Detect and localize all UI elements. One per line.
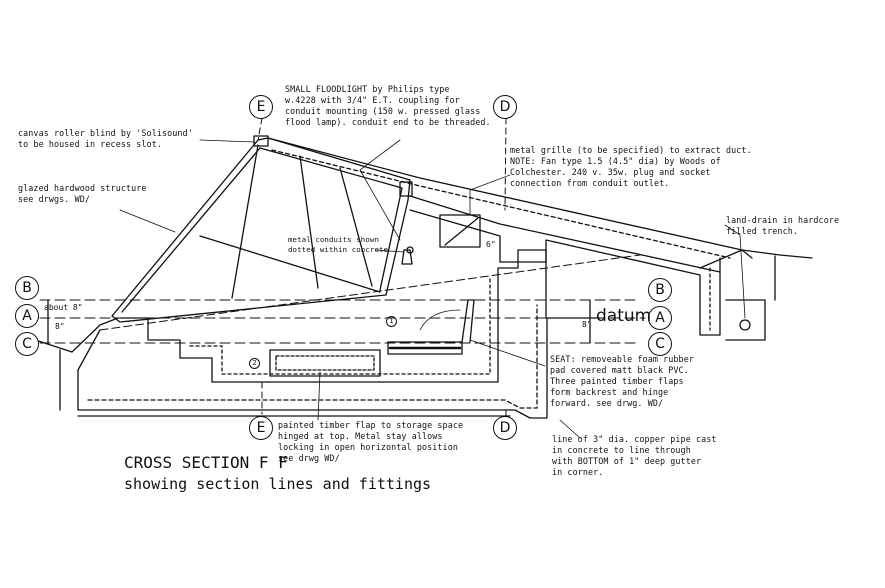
roof-top-edge xyxy=(267,137,753,259)
section-mark-E-bottom: E xyxy=(249,416,273,440)
note-seat: SEAT: removeable foam rubber pad covered… xyxy=(550,354,694,408)
title-line-2: showing section lines and fittings xyxy=(124,475,432,493)
leader-blind xyxy=(199,139,255,143)
leader-storage-arrow xyxy=(419,309,461,331)
note-flap: painted timber flap to storage space hin… xyxy=(278,420,464,463)
blind-recess xyxy=(253,135,269,147)
note-landdrain: land-drain in hardcore filled trench. xyxy=(726,215,840,236)
seat-pad xyxy=(387,341,463,355)
datum-mark-C-right: C xyxy=(648,332,672,356)
section-line-E xyxy=(257,117,263,141)
note-pipe: line of 3" dia. copper pipe cast in conc… xyxy=(552,434,717,477)
note-floodlight: SMALL FLOODLIGHT by Philips type w.4228 … xyxy=(285,84,491,127)
section-mark-D-bottom: D xyxy=(493,416,517,440)
datum-mark-B-right: B xyxy=(648,278,672,302)
dim-8-right: 8" xyxy=(582,320,592,329)
dim-about8: about 8" xyxy=(44,303,83,312)
glazing-bar-3 xyxy=(299,155,319,289)
glazed-frame-inner xyxy=(121,147,403,313)
leader-floodlight xyxy=(359,139,401,241)
storage-flap xyxy=(269,349,381,377)
datum-mark-A-right: A xyxy=(648,306,672,330)
sight-line xyxy=(99,254,641,331)
title-line-1: CROSS SECTION F F xyxy=(124,453,288,472)
leader-pipe xyxy=(559,419,581,439)
datum-mark-B-left: B xyxy=(15,276,39,300)
floor-slab-inner xyxy=(87,304,538,409)
storage-flap-inner xyxy=(275,355,375,371)
floor-slab-outer xyxy=(77,317,601,419)
conduit-end xyxy=(406,246,414,254)
section-line-D xyxy=(504,117,507,211)
section-mark-D-top: D xyxy=(493,95,517,119)
recess-outline xyxy=(119,249,547,383)
callout-2: 2 xyxy=(249,358,260,369)
land-drain-pipe xyxy=(739,319,751,331)
leader-grille xyxy=(469,174,511,216)
note-blind: canvas roller blind by 'Solisound' to be… xyxy=(18,128,193,149)
glazing-bar-1 xyxy=(199,235,381,293)
datum-mark-A-left: A xyxy=(15,304,39,328)
datum-label: datum xyxy=(596,306,652,326)
note-conduit: metal conduits shown dotted within concr… xyxy=(288,235,389,254)
note-glazed: glazed hardwood structure see drwgs. WD/ xyxy=(18,183,147,204)
ground-line-right xyxy=(699,249,813,269)
leader-seat xyxy=(469,339,546,367)
trench xyxy=(725,299,766,341)
dim-6: 6" xyxy=(486,240,496,249)
drawing-title: CROSS SECTION F F showing section lines … xyxy=(124,452,431,494)
note-grille: metal grille (to be specified) to extrac… xyxy=(510,145,752,188)
inner-ceiling xyxy=(409,209,701,276)
roof-bottom-edge xyxy=(409,195,721,273)
leader-flap xyxy=(317,371,321,421)
rear-wall xyxy=(699,257,721,336)
duct-diagonal xyxy=(444,217,479,246)
leader-land xyxy=(724,224,746,319)
callout-1: 1 xyxy=(386,316,397,327)
top-joint xyxy=(399,181,413,197)
section-mark-E-top: E xyxy=(249,95,273,119)
floodlight-lamp xyxy=(401,249,413,265)
glazing-bar-4 xyxy=(339,167,373,287)
extract-duct xyxy=(439,214,481,248)
datum-mark-C-left: C xyxy=(15,332,39,356)
backrest xyxy=(461,299,475,343)
roof-dotted xyxy=(271,149,731,259)
dim-8-left: 8" xyxy=(55,322,65,331)
leader-conduit xyxy=(374,249,405,253)
recess-inner xyxy=(189,275,491,375)
leader-glazed xyxy=(119,209,176,233)
glazing-bar-2 xyxy=(231,144,259,299)
